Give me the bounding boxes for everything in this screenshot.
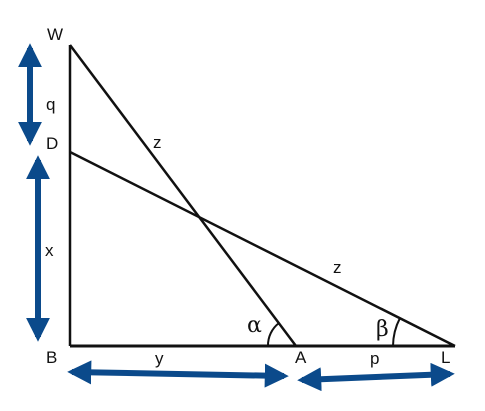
ladder-wa — [69, 44, 297, 347]
segment-label-x: x — [45, 241, 54, 260]
segment-label-z-wa: z — [153, 133, 162, 152]
point-label-l: L — [441, 348, 450, 367]
segment-label-q: q — [46, 95, 55, 114]
y-arrow — [67, 360, 289, 388]
p-arrow — [297, 362, 455, 392]
ladder-dl — [69, 150, 456, 348]
segment-label-y: y — [155, 349, 164, 368]
beta-arc — [392, 317, 401, 347]
segment-label-z-dl: z — [333, 258, 342, 277]
point-label-b: B — [46, 348, 57, 367]
alpha-arc — [266, 322, 280, 347]
point-label-d: D — [46, 134, 58, 153]
segment-label-p: p — [370, 349, 379, 368]
angle-label-alpha: α — [247, 313, 262, 338]
point-label-w: W — [47, 25, 63, 44]
point-label-a: A — [295, 348, 307, 367]
angle-label-beta: β — [376, 317, 389, 342]
